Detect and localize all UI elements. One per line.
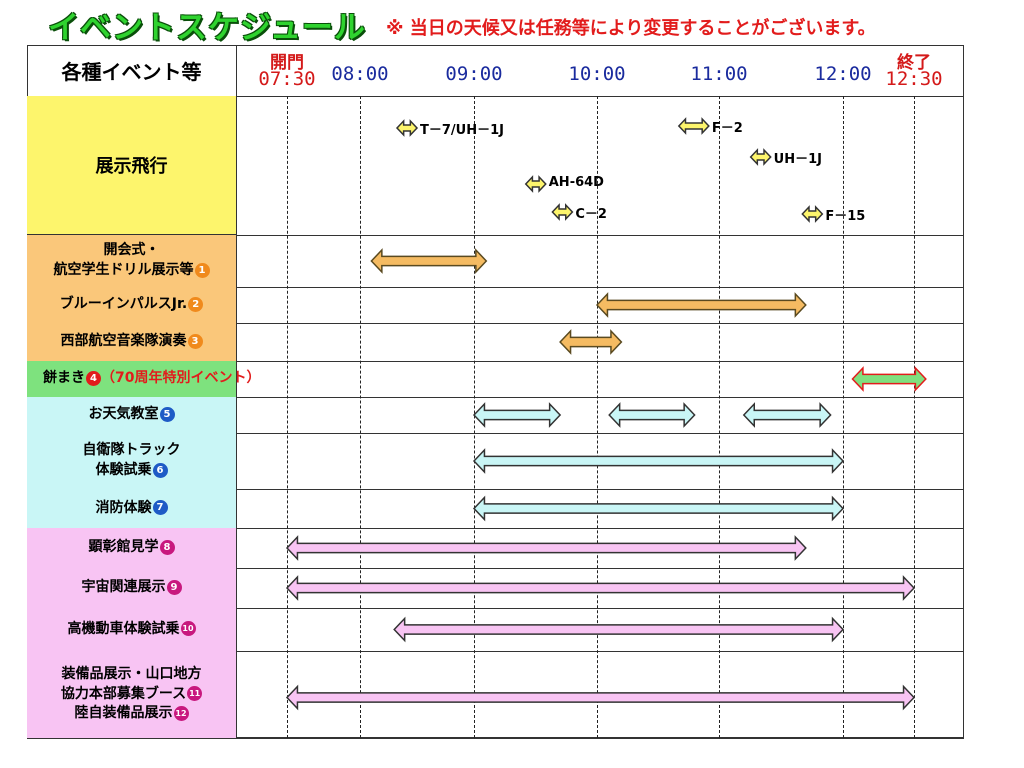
flight-label: C－2: [575, 207, 607, 222]
flight-label: UH－1J: [773, 152, 822, 167]
row-divider: [27, 528, 964, 529]
event-label-line: 自衛隊トラック: [83, 441, 181, 461]
number-badge: 8: [159, 539, 175, 555]
header-divider: [27, 96, 964, 97]
event-label-text: 自衛隊トラック: [82, 442, 181, 459]
event-label-text: 餅まき: [43, 370, 85, 387]
number-badge: 1: [194, 262, 210, 278]
row-divider: [27, 608, 964, 609]
time-label: 12:30: [885, 68, 943, 90]
grid-line: [719, 96, 720, 738]
grid-line: [843, 96, 844, 738]
grid-line: [360, 96, 361, 738]
grid-line: [287, 96, 288, 738]
grid-line: [914, 96, 915, 738]
number-badge: 10: [180, 621, 196, 637]
event-label-text: 宇宙関連展示: [81, 579, 166, 596]
flight-label: AH-64D: [548, 175, 604, 190]
grid-line: [597, 96, 598, 738]
time-label: 11:00: [690, 63, 748, 85]
flight-row-divider: [27, 235, 964, 236]
event-label-text: お天気教室: [88, 406, 159, 423]
time-label: 07:30: [258, 68, 316, 90]
event-label-line: ブルーインパルスJr.2: [59, 295, 204, 315]
event-label-text: 陸自装備品展示: [74, 705, 173, 722]
special-event-note: （70周年特別イベント）: [101, 370, 261, 387]
number-badge: 4: [86, 370, 101, 386]
event-label-text: 協力本部募集ブース: [60, 685, 187, 702]
corner-label: 各種イベント等: [27, 45, 237, 96]
time-label: 09:00: [445, 63, 503, 85]
row-divider: [27, 568, 964, 569]
number-badge: 11: [187, 686, 203, 702]
row-divider: [27, 287, 964, 288]
flight-label: F－2: [711, 121, 743, 136]
time-label: 08:00: [331, 63, 389, 85]
time-label: 12:00: [814, 63, 872, 85]
row-divider: [27, 397, 964, 398]
number-badge: 9: [166, 579, 182, 595]
number-badge: 6: [152, 462, 168, 478]
row-divider: [27, 651, 964, 652]
event-label-text: 航空学生ドリル展示等: [53, 262, 194, 278]
event-label-text: 顕彰館見学: [88, 539, 159, 556]
row-divider: [27, 738, 964, 739]
row-divider: [27, 323, 964, 324]
event-label-text: 体験試乗: [95, 462, 152, 478]
event-label-line: 装備品展示・山口地方: [62, 665, 202, 685]
flight-label: F－15: [825, 209, 866, 224]
row-divider: [27, 433, 964, 434]
event-label-text: ブルーインパルスJr.: [59, 296, 188, 313]
number-badge: 7: [152, 500, 168, 516]
row-divider: [27, 489, 964, 490]
page-title: イベントスケジュール: [48, 10, 366, 46]
event-label-cell: ブルーインパルスJr.2: [27, 287, 237, 323]
number-badge: 5: [159, 406, 175, 422]
flight-row-label: 展示飛行: [27, 96, 237, 235]
grid-line: [474, 96, 475, 738]
event-label-line: 開会式・: [104, 241, 160, 261]
event-label-text: 開会式・: [103, 242, 160, 259]
event-label-text: 消防体験: [95, 499, 152, 516]
event-label-text: 西部航空音楽隊演奏: [60, 333, 187, 350]
time-marker-open: 開門: [270, 53, 304, 73]
row-divider: [27, 361, 964, 362]
flight-label: T－7/UH－1J: [420, 123, 504, 138]
number-badge: 12: [173, 705, 189, 721]
number-badge: 2: [188, 296, 204, 312]
time-label: 10:00: [568, 63, 626, 85]
number-badge: 3: [187, 333, 203, 349]
change-notice: ※ 当日の天候又は任務等により変更することがございます。: [386, 18, 876, 39]
time-marker-close: 終了: [897, 53, 931, 73]
event-label-text: 高機動車体験試乗: [67, 620, 180, 637]
event-label-text: 装備品展示・山口地方: [61, 666, 202, 683]
